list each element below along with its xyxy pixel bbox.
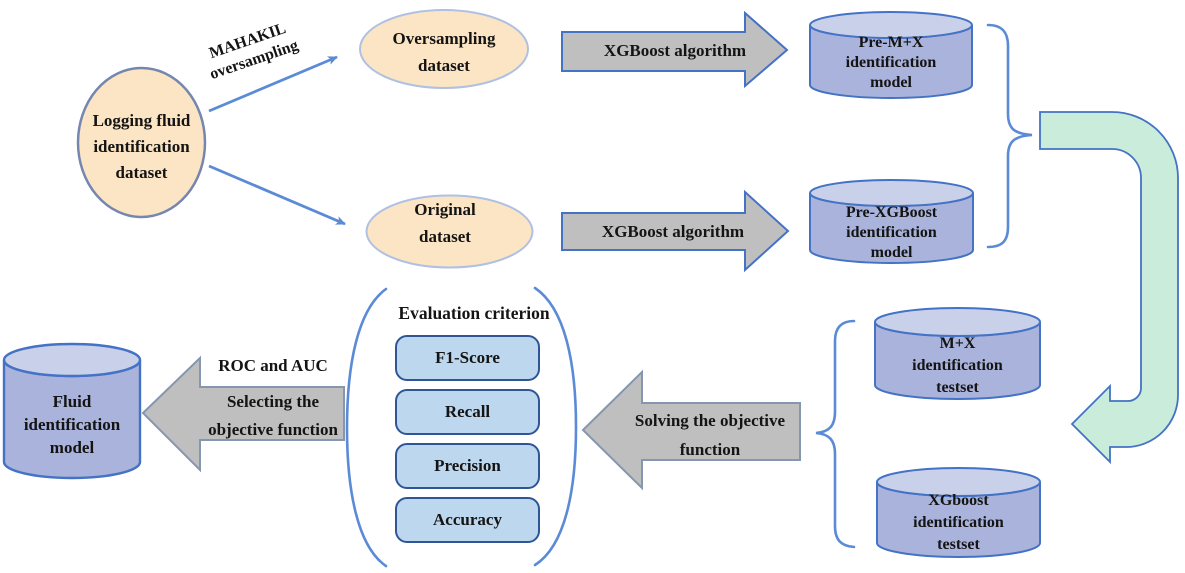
bent-flow-arrow — [1039, 111, 1179, 465]
xgboost-testset-cylinder-top — [876, 467, 1041, 497]
pre-mx-model-cylinder-top — [809, 11, 973, 39]
pre-mx-model-cylinder — [809, 11, 973, 99]
mx-testset-cylinder-top — [874, 307, 1041, 337]
fluid-model-cylinder — [2, 342, 142, 480]
oversampling-dataset-label: Oversampling dataset — [360, 25, 528, 79]
solving-objective-label: Solving the objective function — [625, 406, 795, 464]
label-line: Fluid — [52, 392, 92, 411]
label-line: M+X — [939, 335, 976, 352]
original-split-arrow — [208, 164, 346, 226]
label-line: Oversampling — [392, 29, 496, 48]
label-line: Selecting the — [226, 392, 320, 411]
label-line: identification — [912, 357, 1003, 374]
xgboost-algorithm-label-top: XGBoost algorithm — [603, 41, 747, 60]
criterion-accuracy: Accuracy — [395, 497, 540, 543]
label-line: dataset — [418, 56, 470, 75]
label-line: dataset — [419, 227, 471, 246]
evaluation-paren-left — [345, 287, 388, 568]
criterion-recall: Recall — [395, 389, 540, 435]
label-line: Solving the objective — [634, 411, 786, 430]
fluid-model-label: Fluid identification model — [4, 390, 140, 459]
testsets-brace — [815, 319, 856, 549]
label-line: Pre-M+X — [858, 34, 924, 51]
original-dataset-ellipse — [365, 194, 534, 269]
evaluation-paren-right — [533, 286, 578, 567]
label-line: dataset — [115, 163, 168, 182]
pre-xgboost-model-cylinder-top — [809, 179, 974, 207]
oversampling-dataset-ellipse — [359, 9, 529, 89]
roc-auc-label: ROC and AUC — [218, 356, 328, 375]
pre-models-brace — [986, 23, 1033, 249]
label-line: objective function — [208, 420, 338, 439]
xgboost-algorithm-arrow-bottom — [561, 189, 790, 273]
label-line: model — [870, 74, 912, 91]
pre-xgboost-model-cylinder — [809, 179, 974, 264]
fluid-model-cylinder-top — [2, 342, 142, 378]
xgboost-algorithm-arrow-top — [561, 10, 789, 89]
logging-dataset-label: Logging fluid identification dataset — [78, 108, 205, 186]
label-line: identification — [845, 54, 937, 71]
criterion-f1-score: F1-Score — [395, 335, 540, 381]
original-dataset-label: Original dataset — [362, 196, 528, 250]
xgboost-testset-label: XGboost identification testset — [877, 490, 1040, 556]
logging-dataset-ellipse — [76, 66, 207, 219]
selecting-objective-arrow — [141, 355, 345, 473]
label-line: model — [49, 438, 95, 457]
label-line: Logging fluid — [92, 111, 191, 130]
label-line: identification — [913, 514, 1004, 531]
label-line: Original — [414, 200, 476, 219]
pre-xgboost-model-label: Pre-XGBoost identification model — [810, 203, 973, 263]
mx-testset-label: M+X identification testset — [875, 333, 1040, 399]
mx-testset-cylinder — [874, 307, 1041, 400]
label-line: XGboost — [928, 492, 989, 509]
selecting-objective-label: Selecting the objective function — [194, 388, 352, 444]
mahakil-oversampling-arrow — [208, 55, 338, 113]
label-line: testset — [937, 536, 980, 553]
label-line: function — [679, 440, 741, 459]
solving-objective-arrow — [581, 369, 801, 491]
label-line: identification — [846, 224, 937, 241]
evaluation-criterion-title: Evaluation criterion — [398, 303, 550, 323]
label-line: identification — [93, 137, 190, 156]
label-line: model — [870, 244, 913, 261]
label-line: identification — [23, 415, 121, 434]
label-line: Pre-XGBoost — [845, 204, 938, 221]
label-line: testset — [936, 379, 979, 396]
xgboost-algorithm-label-bottom: XGBoost algorithm — [601, 222, 745, 241]
criterion-precision: Precision — [395, 443, 540, 489]
pre-mx-model-label: Pre-M+X identification model — [810, 33, 972, 93]
xgboost-testset-cylinder — [876, 467, 1041, 558]
